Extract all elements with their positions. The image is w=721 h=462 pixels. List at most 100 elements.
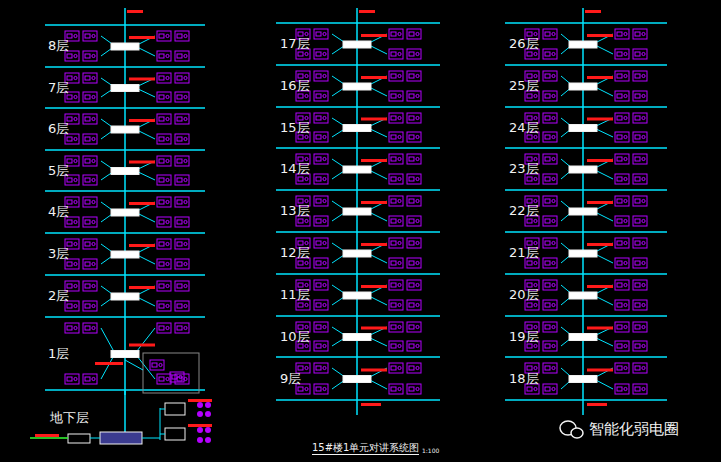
indoor-unit-key xyxy=(416,94,419,97)
indoor-unit-key xyxy=(552,219,555,222)
indoor-unit-symbol xyxy=(157,197,171,207)
indoor-unit-symbol xyxy=(389,154,403,164)
indoor-unit-screen xyxy=(298,199,303,203)
indoor-unit-key xyxy=(642,157,645,160)
indoor-unit-key xyxy=(74,76,77,79)
indoor-unit-screen xyxy=(159,137,164,141)
red-tag xyxy=(587,76,613,79)
red-tag xyxy=(361,34,387,37)
indoor-unit-screen xyxy=(635,325,640,329)
floor-label: 24层 xyxy=(509,120,539,135)
indoor-unit-screen xyxy=(617,32,622,36)
indoor-unit-key xyxy=(166,377,169,380)
indoor-unit-screen xyxy=(177,284,182,288)
floor-decoder xyxy=(343,250,371,257)
indoor-unit-symbol xyxy=(615,363,629,373)
indoor-unit-symbol xyxy=(615,71,629,81)
floor-decoder xyxy=(343,208,371,215)
indoor-unit-screen xyxy=(159,34,164,38)
red-tag xyxy=(587,327,613,330)
indoor-unit-symbol xyxy=(543,113,557,123)
indoor-unit-key xyxy=(398,325,401,328)
indoor-unit-symbol xyxy=(389,238,403,248)
floor-label: 3层 xyxy=(48,246,69,261)
indoor-unit-key xyxy=(184,76,187,79)
indoor-unit-symbol xyxy=(633,216,647,226)
indoor-unit-screen xyxy=(617,74,622,78)
indoor-unit-screen xyxy=(391,94,396,98)
indoor-unit-screen xyxy=(635,94,640,98)
indoor-unit-key xyxy=(642,366,645,369)
indoor-unit-key xyxy=(416,387,419,390)
indoor-unit-key xyxy=(552,135,555,138)
floor-line xyxy=(276,315,440,317)
indoor-unit-screen xyxy=(85,34,90,38)
indoor-unit-key xyxy=(323,157,326,160)
indoor-unit-symbol xyxy=(389,132,403,142)
indoor-unit-screen xyxy=(409,52,414,56)
indoor-unit-key xyxy=(74,262,77,265)
indoor-unit-screen xyxy=(617,303,622,307)
floor-line xyxy=(276,273,440,275)
indoor-unit-symbol xyxy=(633,363,647,373)
indoor-unit-screen xyxy=(67,220,72,224)
indoor-unit-screen xyxy=(527,303,532,307)
indoor-unit-symbol xyxy=(175,51,189,61)
indoor-unit-symbol xyxy=(543,216,557,226)
red-tag xyxy=(587,285,613,288)
indoor-unit-key xyxy=(305,325,308,328)
indoor-unit-symbol xyxy=(157,323,171,333)
indoor-unit-key xyxy=(323,283,326,286)
indoor-unit-symbol xyxy=(157,134,171,144)
indoor-unit-screen xyxy=(85,377,90,381)
indoor-unit-symbol xyxy=(407,71,421,81)
indoor-unit-symbol xyxy=(525,384,539,394)
indoor-unit-key xyxy=(534,74,537,77)
indoor-unit-screen xyxy=(177,262,182,266)
floor-label: 14层 xyxy=(280,161,310,176)
red-tag xyxy=(129,36,155,39)
indoor-unit-symbol xyxy=(175,31,189,41)
indoor-unit-screen xyxy=(391,344,396,348)
indoor-unit-symbol xyxy=(314,216,328,226)
indoor-unit-key xyxy=(624,177,627,180)
floor-decoder xyxy=(111,126,139,133)
indoor-unit-symbol xyxy=(407,238,421,248)
red-tag xyxy=(361,327,387,330)
indoor-unit-screen xyxy=(391,241,396,245)
indoor-unit-key xyxy=(305,177,308,180)
indoor-unit-key xyxy=(166,76,169,79)
indoor-unit-screen xyxy=(545,325,550,329)
floor-decoder xyxy=(111,251,139,258)
indoor-unit-symbol xyxy=(389,29,403,39)
indoor-unit-screen xyxy=(177,95,182,99)
red-tag xyxy=(129,78,155,81)
floor-label: 5层 xyxy=(48,163,69,178)
device-dot xyxy=(197,437,203,443)
indoor-unit-symbol xyxy=(543,322,557,332)
indoor-unit-screen xyxy=(177,178,182,182)
indoor-unit-screen xyxy=(177,137,182,141)
indoor-unit-screen xyxy=(85,159,90,163)
floor-decoder xyxy=(569,41,597,48)
branch-wire xyxy=(135,328,155,354)
red-tag xyxy=(361,76,387,79)
indoor-unit-key xyxy=(624,157,627,160)
floor-decoder xyxy=(111,168,139,175)
floor-decoder xyxy=(569,250,597,257)
indoor-unit-screen xyxy=(391,261,396,265)
indoor-unit-key xyxy=(552,366,555,369)
indoor-unit-key xyxy=(74,377,77,380)
door-station-frame xyxy=(143,353,199,393)
indoor-unit-symbol xyxy=(407,132,421,142)
indoor-unit-key xyxy=(92,242,95,245)
indoor-unit-key xyxy=(74,220,77,223)
floor-label: 13层 xyxy=(280,203,310,218)
branch-wire xyxy=(125,360,143,370)
indoor-unit-key xyxy=(184,95,187,98)
indoor-unit-screen xyxy=(85,262,90,266)
floor-decoder xyxy=(111,351,139,358)
indoor-unit-symbol xyxy=(175,197,189,207)
indoor-unit-symbol xyxy=(543,49,557,59)
indoor-unit-symbol xyxy=(157,175,171,185)
